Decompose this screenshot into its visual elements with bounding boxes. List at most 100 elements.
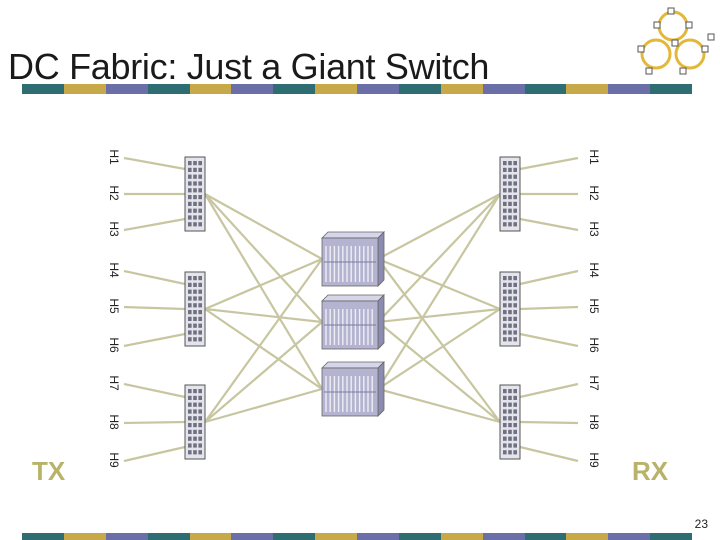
link-tor-core-left [204,321,323,423]
color-bar-segment [147,533,190,540]
link-host-tor-right [519,217,579,232]
link-host-tor-right [519,382,579,399]
color-bar-segment [315,533,357,540]
host-label-right-3: H3 [587,221,601,237]
color-bar-segment [482,533,525,540]
color-bar-segment [357,533,399,540]
host-label-left-5: H5 [107,298,121,314]
page-number: 23 [694,517,708,531]
color-bar-segment [147,84,190,94]
host-label-right-1: H1 [587,149,601,165]
footer-color-bar [22,533,692,540]
color-bar-segment [566,84,609,94]
link-host-tor-left [123,445,186,463]
host-label-left-7: H7 [107,375,121,391]
tor-switch-left-3 [184,384,206,460]
color-bar-segment [105,84,148,94]
title-color-bar [22,84,692,94]
link-tor-core-left [204,387,323,424]
color-bar-segment [566,533,609,540]
color-bar-segment [440,84,483,94]
color-bar-segment [315,84,357,94]
color-bar-segment [63,84,106,94]
host-label-right-2: H2 [587,185,601,201]
network-logo-icon [637,7,715,75]
link-host-tor-left [123,420,186,425]
link-tor-core-left [204,308,323,390]
tor-switch-right-3 [499,384,521,460]
link-tor-core-right [377,258,501,423]
link-tor-core-right [377,193,501,323]
host-label-left-8: H8 [107,414,121,430]
color-bar-segment [398,84,441,94]
color-bar-segment [231,533,274,540]
link-host-tor-right [519,156,579,171]
link-tor-core-right [377,307,501,324]
color-bar-segment [608,533,651,540]
color-bar-segment [398,533,441,540]
tor-switch-left-2 [184,271,206,347]
color-bar-segment [63,533,106,540]
link-host-tor-left [123,269,186,286]
color-bar-segment [357,84,399,94]
slide-title: DC Fabric: Just a Giant Switch [8,46,490,87]
core-switch-1 [321,231,385,287]
tor-switch-right-2 [499,271,521,347]
host-label-right-6: H6 [587,337,601,353]
link-tor-core-right [377,257,501,311]
color-bar-segment [231,84,274,94]
link-tor-core-left [204,307,323,324]
link-host-tor-right [519,332,579,348]
link-host-tor-right [519,445,579,463]
rx-label: RX [632,456,669,486]
tx-label: TX [32,456,66,486]
color-bar-segment [482,84,525,94]
color-bar-segment [22,533,64,540]
host-label-right-7: H7 [587,375,601,391]
host-label-left-1: H1 [107,149,121,165]
host-label-right-4: H4 [587,262,601,278]
link-tor-core-right [377,321,501,423]
color-bar-segment [650,84,692,94]
color-bar-segment [22,84,64,94]
color-bar-segment [105,533,148,540]
link-host-tor-left [123,382,186,399]
link-host-tor-left [123,305,186,311]
link-tor-core-left [204,193,323,390]
color-bar-segment [189,533,232,540]
color-bar-segment [524,533,567,540]
host-label-right-9: H9 [587,452,601,468]
host-label-left-3: H3 [107,221,121,237]
link-tor-core-left [204,193,323,323]
color-bar-segment [273,84,316,94]
color-bar-segment [273,533,316,540]
link-tor-core-right [377,387,501,424]
link-tor-core-left [204,258,323,423]
host-label-left-9: H9 [107,452,121,468]
color-bar-segment [189,84,232,94]
link-tor-core-left [204,193,323,260]
host-label-right-5: H5 [587,298,601,314]
tor-switch-left-1 [184,156,206,232]
core-switches [321,231,385,417]
host-label-left-4: H4 [107,262,121,278]
link-host-tor-right [519,269,579,286]
tor-switch-right-1 [499,156,521,232]
link-host-tor-right [519,305,579,311]
link-tor-core-right [377,193,501,260]
core-switch-3 [321,361,385,417]
host-label-right-8: H8 [587,414,601,430]
link-host-tor-left [123,156,186,171]
color-bar-segment [650,533,692,540]
color-bar-segment [608,84,651,94]
color-bar-segment [524,84,567,94]
host-label-left-6: H6 [107,337,121,353]
fabric-links [123,156,579,463]
core-switch-2 [321,294,385,350]
color-bar-segment [440,533,483,540]
link-tor-core-right [377,193,501,390]
link-host-tor-left [123,217,186,232]
link-tor-core-left [204,257,323,311]
tor-switches [184,156,521,460]
